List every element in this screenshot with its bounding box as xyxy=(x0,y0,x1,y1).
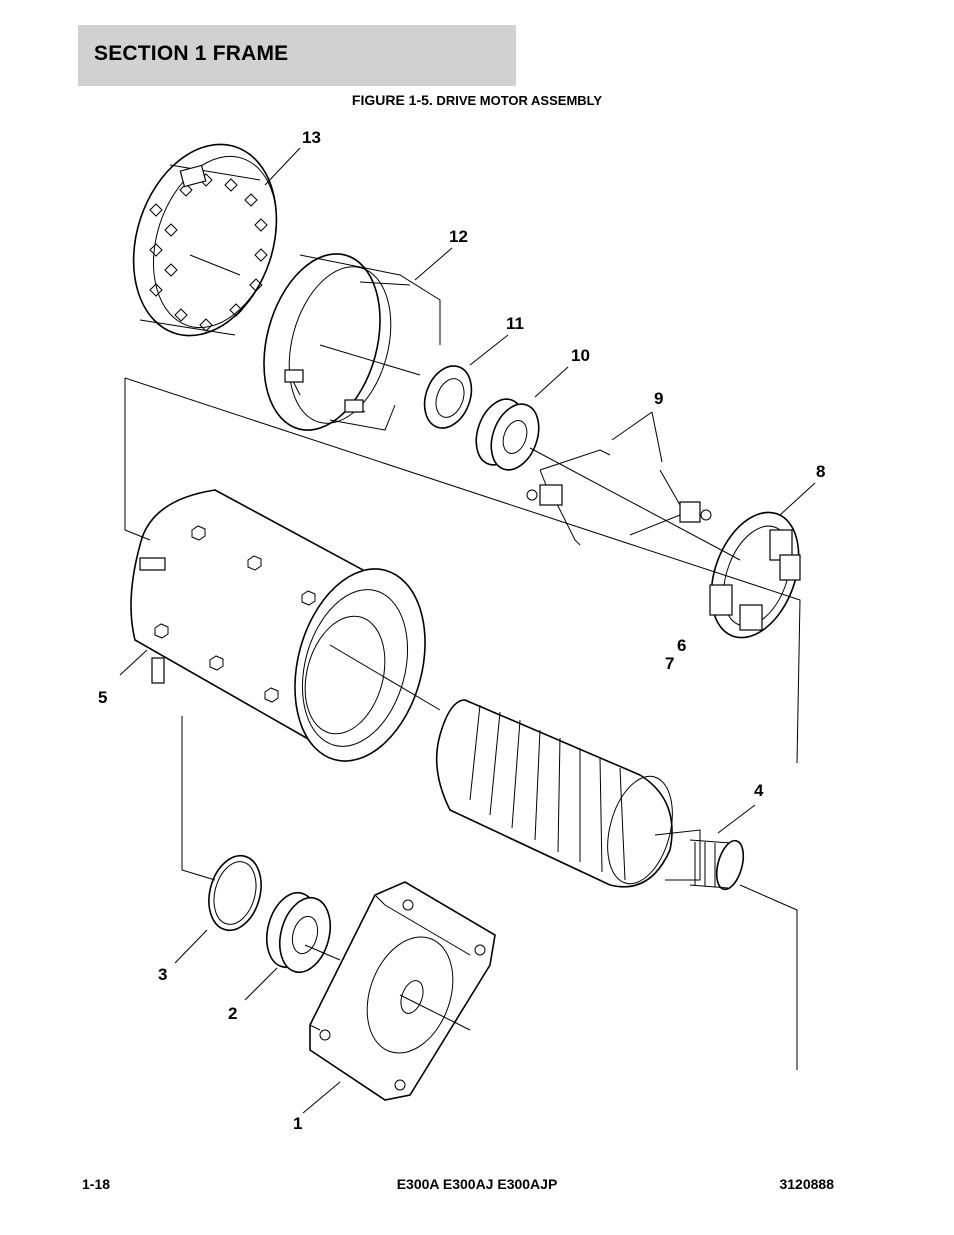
callout-6: 6 xyxy=(677,636,687,655)
washer-part xyxy=(423,365,473,429)
footer-part-number: 3120888 xyxy=(779,1176,834,1192)
footer-page-number: 1-18 xyxy=(82,1176,111,1192)
assembly-lines xyxy=(124,377,801,1070)
figure-number: FIGURE 1-5. xyxy=(351,92,433,108)
motor-frame-part xyxy=(130,489,426,762)
bearing-lower-part xyxy=(266,891,331,974)
callout-9: 9 xyxy=(654,389,664,408)
perforated-band-part xyxy=(132,143,278,337)
callout-1: 1 xyxy=(293,1114,303,1133)
callout-2: 2 xyxy=(228,1004,238,1023)
brush-set-part xyxy=(526,449,712,546)
snap-ring-part xyxy=(208,854,262,932)
callout-10: 10 xyxy=(571,346,590,365)
figure-caption: FIGURE 1-5. DRIVE MOTOR ASSEMBLY xyxy=(0,92,954,108)
callout-5: 5 xyxy=(98,688,108,707)
brush-cover-part xyxy=(263,253,441,431)
armature-part xyxy=(435,699,745,891)
callout-12: 12 xyxy=(449,227,468,246)
leader-lines xyxy=(119,147,816,1114)
figure-title: DRIVE MOTOR ASSEMBLY xyxy=(432,93,603,108)
bearing-upper-part xyxy=(475,398,540,471)
section-title: SECTION 1 FRAME xyxy=(94,42,289,65)
section-header: SECTION 1 FRAME xyxy=(78,25,516,86)
footer-models: E300A E300AJ E300AJP xyxy=(396,1176,558,1192)
brush-holder-part xyxy=(709,511,801,639)
callout-4: 4 xyxy=(754,781,764,800)
callout-11: 11 xyxy=(506,314,524,333)
callout-13: 13 xyxy=(302,128,321,147)
end-plate-part xyxy=(309,881,496,1101)
callout-8: 8 xyxy=(816,462,826,481)
callout-7: 7 xyxy=(665,654,675,673)
callout-3: 3 xyxy=(158,965,168,984)
